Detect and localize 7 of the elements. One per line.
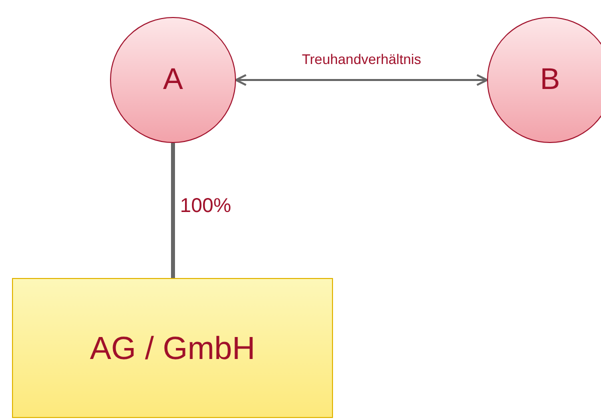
edge-label: Treuhandverhältnis — [300, 51, 424, 67]
double-arrow — [235, 74, 488, 86]
company-box — [12, 278, 333, 418]
node-label: B — [540, 63, 560, 97]
connector-line — [171, 143, 175, 278]
node-label: AG / GmbH — [90, 330, 256, 366]
node-label: A — [162, 63, 183, 97]
